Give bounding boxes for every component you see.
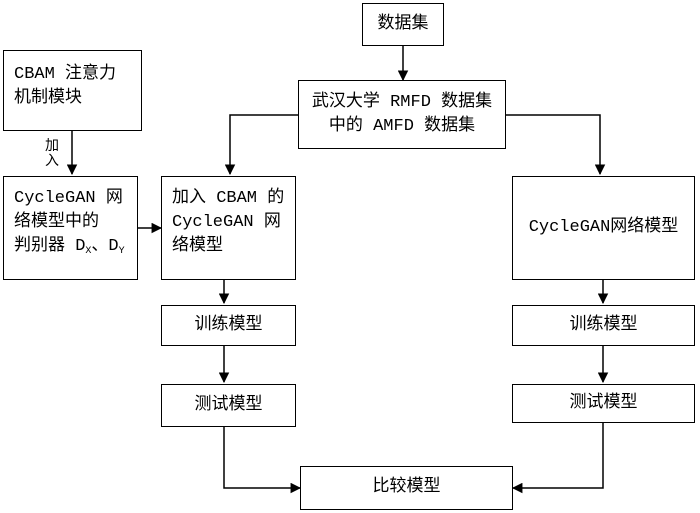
dataset-box: 数据集 xyxy=(362,3,444,46)
discriminator-sub-y: Y xyxy=(118,246,125,257)
cbam-cyclegan-label-line2: CycleGAN 网 xyxy=(172,213,281,232)
cbam-module-box: CBAM 注意力 机制模块 xyxy=(3,50,142,131)
discriminator-label-line2: 络模型中的 xyxy=(14,213,99,232)
train-right-box: 训练模型 xyxy=(512,305,695,346)
plain-cyclegan-label: CycleGAN网络模型 xyxy=(528,218,679,237)
discriminator-label-line3: 判别器 DX、DY xyxy=(14,235,127,264)
cbam-cyclegan-box: 加入 CBAM 的 CycleGAN 网 络模型 xyxy=(161,176,296,280)
compare-label: 比较模型 xyxy=(372,478,441,497)
add-label-char-1: 加 xyxy=(45,139,59,155)
cbam-module-label-line1: CBAM 注意力 xyxy=(14,65,117,84)
train-right-label: 训练模型 xyxy=(569,315,638,335)
test-right-box: 测试模型 xyxy=(512,384,695,423)
rmfd-amfd-label-line1: 武汉大学 RMFD 数据集 xyxy=(311,92,493,112)
discriminator-label-line1: CycleGAN 网 xyxy=(14,189,123,208)
cbam-module-label-line2: 机制模块 xyxy=(14,89,82,108)
add-label: 加 入 xyxy=(44,140,60,170)
arrow-test-right-to-compare xyxy=(511,423,604,494)
rmfd-amfd-box: 武汉大学 RMFD 数据集 中的 AMFD 数据集 xyxy=(298,80,506,149)
discriminator-separator: 、D xyxy=(91,237,119,256)
train-left-label: 训练模型 xyxy=(194,315,263,335)
test-right-label: 测试模型 xyxy=(569,393,638,413)
dataset-label: 数据集 xyxy=(377,14,429,34)
rmfd-amfd-label-line2: 中的 AMFD 数据集 xyxy=(328,116,476,136)
cbam-cyclegan-label-line3: 络模型 xyxy=(172,237,223,256)
discriminator-sub-x: X xyxy=(85,246,92,257)
test-left-box: 测试模型 xyxy=(161,384,296,427)
test-left-label: 测试模型 xyxy=(194,395,263,415)
cbam-cyclegan-label-line1: 加入 CBAM 的 xyxy=(172,189,285,208)
arrow-test-left-to-compare xyxy=(223,427,302,494)
discriminator-box: CycleGAN 网 络模型中的 判别器 DX、DY xyxy=(3,176,138,280)
discriminator-d-prefix: 判别器 D xyxy=(14,237,86,256)
plain-cyclegan-box: CycleGAN网络模型 xyxy=(512,176,695,280)
train-left-box: 训练模型 xyxy=(161,305,296,346)
compare-box: 比较模型 xyxy=(300,466,513,510)
add-label-char-2: 入 xyxy=(45,154,59,170)
arrow-rmfd-to-cbam-gan xyxy=(224,114,298,176)
arrow-rmfd-to-plain-gan xyxy=(506,114,606,176)
